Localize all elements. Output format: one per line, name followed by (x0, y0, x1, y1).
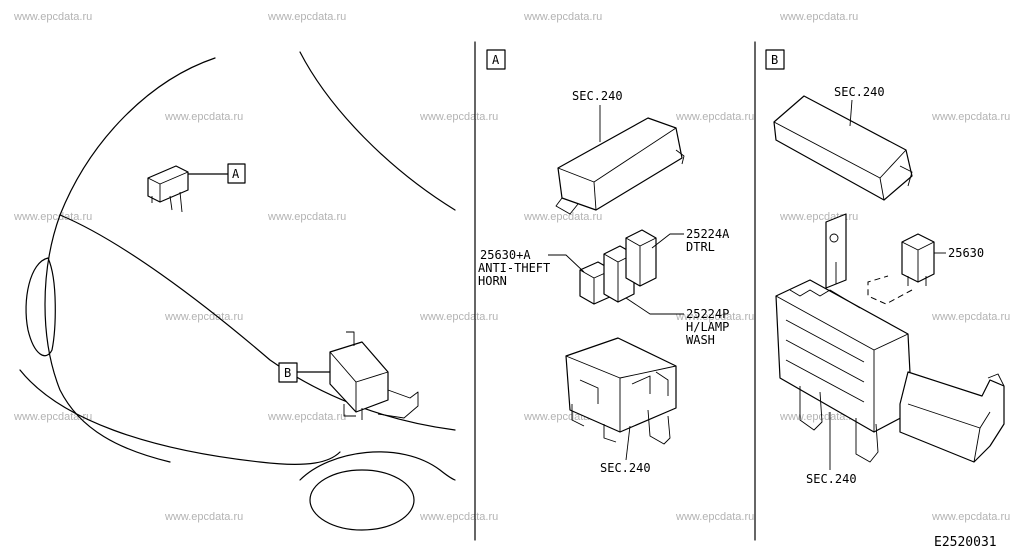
leader (849, 99, 853, 127)
watermark: www.epcdata.ru (419, 311, 498, 323)
panel-b: B SEC.240 25630 (765, 49, 1005, 486)
watermark: www.epcdata.ru (931, 311, 1010, 323)
part-25224a-number: 25224A (686, 227, 730, 241)
watermark: www.epcdata.ru (931, 111, 1010, 123)
relay-25630 (901, 233, 935, 286)
mounting-guide (867, 275, 913, 305)
watermark: www.epcdata.ru (164, 111, 243, 123)
relay-box-a-location (147, 165, 229, 213)
watermark: www.epcdata.ru (675, 311, 754, 323)
watermarks: www.epcdata.ru www.epcdata.ru www.epcdat… (13, 11, 1010, 523)
part-25224p-number: 25224P (686, 307, 729, 321)
leader (651, 233, 684, 249)
callout-b-label: B (284, 366, 291, 380)
leader (548, 254, 585, 273)
part-25224a-desc: DTRL (686, 240, 715, 254)
watermark: www.epcdata.ru (267, 211, 346, 223)
panel-b-cover (773, 95, 913, 201)
panel-b-block (775, 279, 913, 463)
panel-a-cover (555, 117, 685, 215)
part-25630a-desc-1: ANTI-THEFT (478, 261, 550, 275)
panel-a: A SEC.240 25630+A ANTI-THEFT HORN 25224 (478, 49, 730, 475)
panel-b-title-box (765, 49, 785, 70)
watermark: www.epcdata.ru (523, 211, 602, 223)
watermark: www.epcdata.ru (13, 411, 92, 423)
panel-a-title-box (486, 49, 506, 70)
part-25630-number: 25630 (948, 246, 984, 260)
panel-b-bracket (825, 213, 847, 289)
part-25630a-desc-2: HORN (478, 274, 507, 288)
watermark: www.epcdata.ru (267, 11, 346, 23)
leader (625, 297, 684, 315)
relay-25224a (625, 229, 657, 287)
watermark: www.epcdata.ru (779, 411, 858, 423)
watermark: www.epcdata.ru (164, 311, 243, 323)
panel-b-title: B (771, 53, 778, 67)
watermark: www.epcdata.ru (523, 11, 602, 23)
watermark: www.epcdata.ru (164, 511, 243, 523)
part-25630a-number: 25630+A (480, 248, 531, 262)
diagram-id: E2520031 (934, 535, 997, 550)
watermark: www.epcdata.ru (267, 411, 346, 423)
panel-a-sec-bottom: SEC.240 (600, 461, 651, 475)
part-25224p-desc-2: WASH (686, 333, 715, 347)
leader (625, 425, 631, 461)
watermark: www.epcdata.ru (419, 511, 498, 523)
panel-b-sec-bottom: SEC.240 (806, 472, 857, 486)
watermark: www.epcdata.ru (13, 211, 92, 223)
watermark: www.epcdata.ru (675, 111, 754, 123)
relay-box-b-location (296, 331, 419, 420)
vehicle-overview: A B (19, 51, 456, 531)
watermark: www.epcdata.ru (419, 111, 498, 123)
watermark: www.epcdata.ru (13, 11, 92, 23)
part-25224p-desc-1: H/LAMP (686, 320, 729, 334)
watermark: www.epcdata.ru (675, 511, 754, 523)
panel-b-sec-top: SEC.240 (834, 85, 885, 99)
panel-a-sec-top: SEC.240 (572, 89, 623, 103)
watermark: www.epcdata.ru (931, 511, 1010, 523)
panel-a-base (565, 337, 677, 445)
panel-a-title: A (492, 53, 500, 67)
watermark: www.epcdata.ru (779, 11, 858, 23)
callout-b-box (278, 362, 298, 383)
callout-a-label: A (232, 167, 240, 181)
callout-a-box (227, 163, 246, 184)
panel-b-harness-guide (899, 371, 1005, 463)
